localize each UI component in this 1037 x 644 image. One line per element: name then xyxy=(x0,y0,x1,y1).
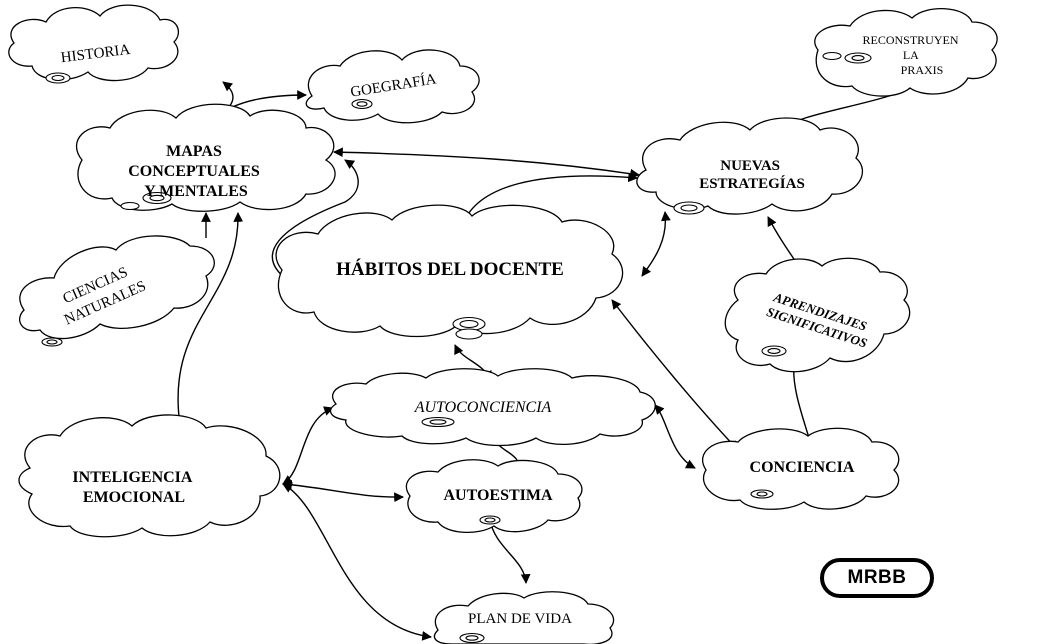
cloud-aprendizajes xyxy=(724,257,911,373)
mrbb-logo: MRBB xyxy=(820,558,934,598)
label-autoconciencia: AUTOCONCIENCIA xyxy=(414,399,552,416)
edge-habitos-conciencia xyxy=(611,299,739,451)
cloud-conciencia xyxy=(702,427,900,510)
cloud-historia xyxy=(8,4,179,84)
cloud-geografia xyxy=(305,49,480,124)
cloud-nuevas xyxy=(636,117,863,215)
cloud-inteligencia xyxy=(18,414,281,538)
edge-habitos-mapas xyxy=(271,159,359,286)
cloud-ciencias xyxy=(19,235,215,347)
edge-inteligencia-autoestima xyxy=(282,479,404,503)
label-reconstruyen: RECONSTRUYEN LA PRAXIS xyxy=(862,33,961,77)
cloud-autoconciencia xyxy=(329,368,656,447)
cloud-autoestima xyxy=(405,459,583,534)
edge-mapas-nuevas xyxy=(333,147,640,179)
cloud-reconstruyen xyxy=(814,7,998,97)
cloud-habitos xyxy=(275,204,624,340)
edge-inteligencia-autoconciencia xyxy=(282,406,334,485)
label-nuevas: NUEVAS ESTRATEGÍAS xyxy=(699,158,805,192)
label-autoestima: AUTOESTIMA xyxy=(443,487,553,504)
logo-text: MRBB xyxy=(847,567,907,588)
label-habitos: HÁBITOS DEL DOCENTE xyxy=(336,258,564,280)
edge-inteligencia-plan xyxy=(282,483,432,641)
edge-autoestima-plan xyxy=(489,519,531,584)
edge-inteligencia-mapas xyxy=(173,212,244,426)
clouds xyxy=(8,4,998,644)
label-plan: PLAN DE VIDA xyxy=(468,611,572,627)
cloud-plan xyxy=(433,591,615,644)
edge-habitos-nuevas-side xyxy=(641,211,671,277)
label-inteligencia: INTELIGENCIA EMOCIONAL xyxy=(72,469,195,506)
label-mapas: MAPAS CONCEPTUALES Y MENTALES xyxy=(128,143,264,200)
edge-autoconciencia-conciencia xyxy=(654,404,696,469)
cloud-mapas xyxy=(75,103,336,212)
label-conciencia: CONCIENCIA xyxy=(750,459,855,476)
